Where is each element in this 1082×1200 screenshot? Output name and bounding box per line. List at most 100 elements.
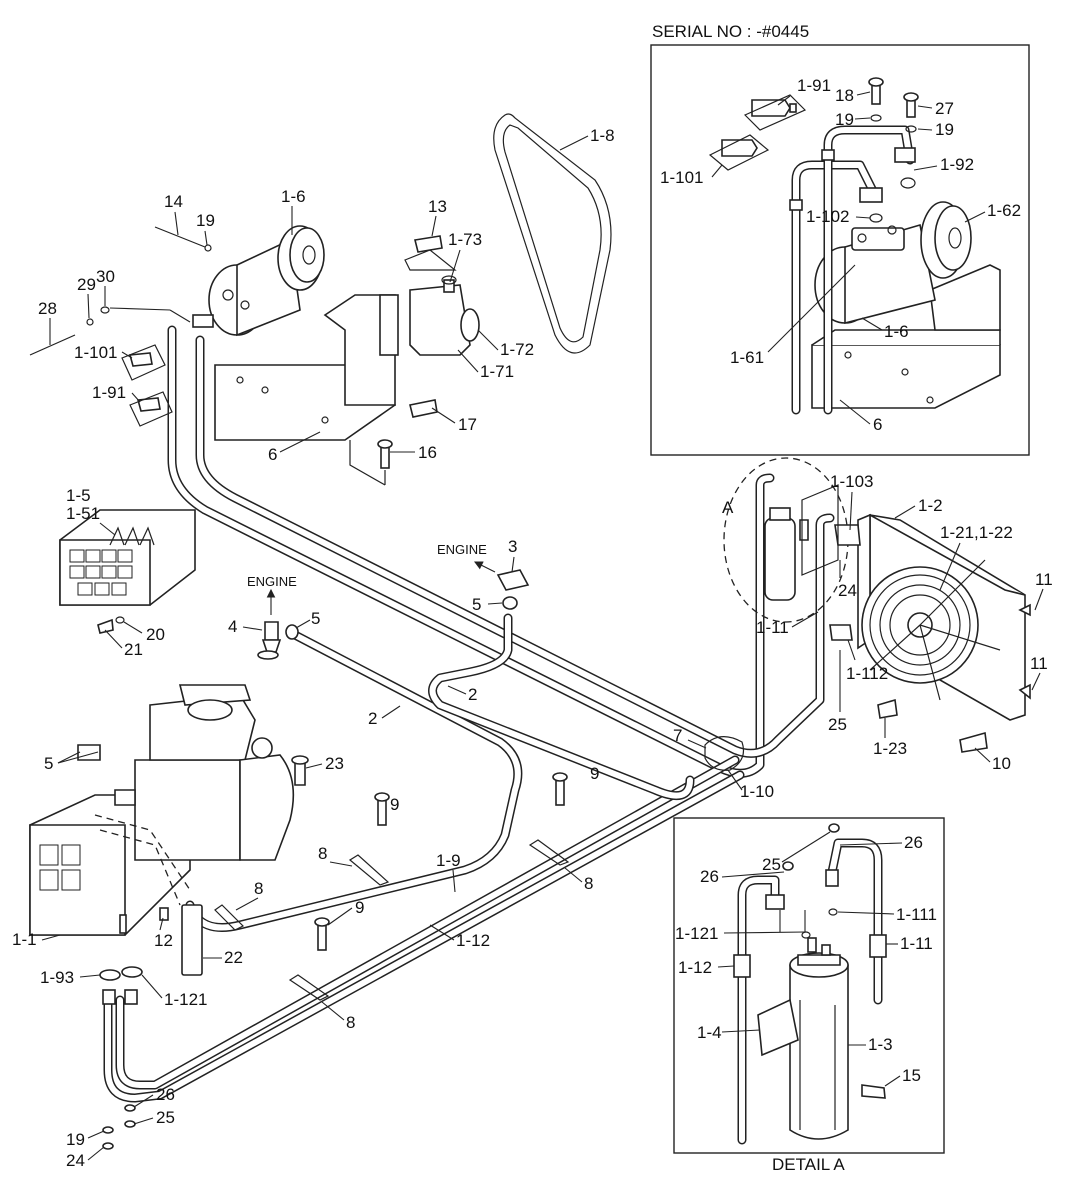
- condenser: [857, 513, 1031, 721]
- engine-arrows: ENGINE ENGINE: [247, 542, 496, 615]
- label-1-1: 1-1: [12, 930, 37, 949]
- inset-labels: 1-91 18 27 19 19 1-101 1-92 1-102 1-62 1…: [660, 76, 1021, 434]
- engine-arrow-right-label: ENGINE: [437, 542, 487, 557]
- label-1-71: 1-71: [480, 362, 514, 381]
- label-3: 3: [508, 537, 517, 556]
- label-20: 20: [146, 625, 165, 644]
- valves: [257, 569, 530, 660]
- label-22: 22: [224, 948, 243, 967]
- main-hoses: [103, 325, 835, 1103]
- main-labels: 1-6 1-8 14 19 13 1-73 28 29 30 1-101 1-9…: [12, 126, 1053, 1170]
- upper-fittings: [29, 226, 988, 753]
- label-8d: 8: [346, 1013, 355, 1032]
- detail-label-25: 25: [762, 855, 781, 874]
- detail-label-1-11: 1-11: [900, 934, 933, 953]
- serial-inset: SERIAL NO : -#0445: [650, 22, 1030, 456]
- label-1-9: 1-9: [436, 851, 461, 870]
- label-25a: 25: [828, 715, 847, 734]
- label-1-101: 1-101: [74, 343, 117, 362]
- line-clamps: [214, 772, 570, 1001]
- label-13: 13: [428, 197, 447, 216]
- label-14: 14: [164, 192, 183, 211]
- label-5b: 5: [472, 595, 481, 614]
- clamp-7: [704, 736, 745, 771]
- label-1-72: 1-72: [500, 340, 534, 359]
- inset-label-1-61: 1-61: [730, 348, 764, 367]
- label-1-8: 1-8: [590, 126, 615, 145]
- label-30: 30: [96, 267, 115, 286]
- label-10: 10: [992, 754, 1011, 773]
- inset-label-18: 18: [835, 86, 854, 105]
- heater-unit: [29, 684, 309, 976]
- label-16: 16: [418, 443, 437, 462]
- inset-label-27: 27: [935, 99, 954, 118]
- label-9c: 9: [355, 898, 364, 917]
- label-1-10: 1-10: [740, 782, 774, 801]
- label-1-23: 1-23: [873, 739, 907, 758]
- detail-label-1-3: 1-3: [868, 1035, 893, 1054]
- inset-label-1-102: 1-102: [806, 207, 849, 226]
- inset-label-19a: 19: [835, 110, 854, 129]
- label-24a: 24: [838, 581, 857, 600]
- label-26: 26: [156, 1085, 175, 1104]
- label-28: 28: [38, 299, 57, 318]
- engine-arrow-left-label: ENGINE: [247, 574, 297, 589]
- inset-label-1-62: 1-62: [987, 201, 1021, 220]
- label-1-2: 1-2: [918, 496, 943, 515]
- detail-marker: A: [722, 498, 734, 517]
- detail-label-15: 15: [902, 1066, 921, 1085]
- inset-label-1-91: 1-91: [797, 76, 831, 95]
- detail-label-1-111: 1-111: [896, 905, 937, 924]
- label-2b: 2: [368, 709, 377, 728]
- label-11a: 11: [1035, 570, 1053, 589]
- label-9b: 9: [590, 764, 599, 783]
- label-6: 6: [268, 445, 277, 464]
- label-1-5: 1-5: [66, 486, 91, 505]
- detail-label-26a: 26: [904, 833, 923, 852]
- label-5c: 5: [44, 754, 53, 773]
- label-19a: 19: [196, 211, 215, 230]
- label-19b: 19: [66, 1130, 85, 1149]
- label-8b: 8: [254, 879, 263, 898]
- label-23: 23: [325, 754, 344, 773]
- label-1-11: 1-11: [756, 618, 789, 637]
- detail-label-1-12: 1-12: [678, 958, 712, 977]
- label-5a: 5: [311, 609, 320, 628]
- serial-inset-frame: [650, 44, 1030, 456]
- label-24b: 24: [66, 1151, 85, 1170]
- label-12: 12: [154, 931, 173, 950]
- inset-bracket: [811, 264, 1001, 409]
- label-1-112: 1-112: [846, 664, 888, 683]
- label-21: 21: [124, 640, 143, 659]
- label-25b: 25: [156, 1108, 175, 1127]
- detail-a-caption: DETAIL A: [772, 1155, 845, 1174]
- label-1-6: 1-6: [281, 187, 306, 206]
- inset-fittings: [708, 77, 919, 223]
- v-belt: [493, 113, 612, 354]
- label-8c: 8: [584, 874, 593, 893]
- label-1-73: 1-73: [448, 230, 482, 249]
- dryer-marker: A: [722, 457, 849, 623]
- inset-label-1-101: 1-101: [660, 168, 703, 187]
- label-17: 17: [458, 415, 477, 434]
- inset-label-1-6: 1-6: [884, 322, 909, 341]
- detail-label-1-4: 1-4: [697, 1023, 722, 1042]
- inset-label-19b: 19: [935, 120, 954, 139]
- label-1-91: 1-91: [92, 383, 126, 402]
- label-1-103: 1-103: [830, 472, 873, 491]
- label-2a: 2: [468, 685, 477, 704]
- label-29: 29: [77, 275, 96, 294]
- detail-label-26b: 26: [700, 867, 719, 886]
- compressor-assembly: [192, 225, 399, 441]
- label-7: 7: [673, 726, 682, 745]
- inset-label-6: 6: [873, 415, 882, 434]
- label-8a: 8: [318, 844, 327, 863]
- serial-inset-title: SERIAL NO : -#0445: [652, 22, 809, 41]
- label-1-51: 1-51: [66, 504, 100, 523]
- label-1-12: 1-12: [456, 931, 490, 950]
- inset-pipes: [789, 125, 916, 415]
- receiver-1-71: [409, 275, 480, 356]
- detail-a-inset: DETAIL A 25 26 26 1-111 1-121: [673, 817, 945, 1174]
